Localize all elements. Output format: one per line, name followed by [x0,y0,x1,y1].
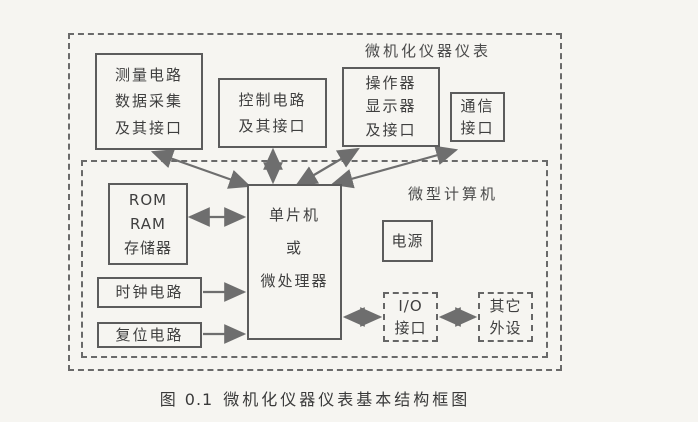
power-supply-block: 电源 [382,220,433,262]
operator-display-block: 操作器 显示器 及接口 [342,67,440,147]
instrument-boundary-frame [68,33,562,371]
block-line: 通信 [460,96,495,115]
block-line: 及其接口 [238,117,307,135]
block-line: RAM [129,215,167,233]
block-line: 电源 [391,231,424,250]
block-line: 存储器 [123,239,172,257]
block-line: 接口 [460,119,495,137]
measurement-circuit-block: 测量电路 数据采集 及其接口 [95,53,203,150]
block-line: 其它 [489,296,522,315]
figure-caption-title: 微机化仪器仪表基本结构框图 [223,390,471,409]
block-line: 显示器 [365,97,417,116]
figure-caption-number: 0.1 [184,390,214,409]
instrument-region-label: 微机化仪器仪表 [365,42,492,60]
other-peripherals-block: 其它 外设 [478,292,533,342]
block-line: ROM [128,191,168,209]
reset-circuit-block: 复位电路 [97,322,202,348]
block-line: 及接口 [365,120,417,139]
block-line: 外设 [489,319,522,337]
io-interface-block: I/O 接口 [383,292,438,342]
block-line: 或 [285,239,303,257]
block-line: I/O [398,296,423,315]
block-line: 接口 [394,319,427,337]
block-line: 及其接口 [114,118,183,137]
block-line: 操作器 [365,74,417,93]
communication-interface-block: 通信 接口 [450,92,505,142]
block-line: 复位电路 [115,325,184,344]
block-line: 微处理器 [260,272,329,290]
rom-ram-memory-block: ROM RAM 存储器 [108,183,188,265]
control-circuit-block: 控制电路 及其接口 [218,78,327,148]
block-line: 控制电路 [238,90,307,109]
block-line: 单片机 [268,206,320,224]
mcu-processor-block: 单片机 或 微处理器 [247,184,342,340]
block-line: 数据采集 [114,92,183,111]
figure-caption-prefix: 图 [159,390,179,409]
clock-circuit-block: 时钟电路 [97,277,202,308]
figure-caption: 图 0.1 微机化仪器仪表基本结构框图 [75,386,555,410]
block-line: 测量电路 [114,66,183,85]
block-line: 时钟电路 [115,283,184,302]
microcomputer-region-label: 微型计算机 [408,185,499,203]
